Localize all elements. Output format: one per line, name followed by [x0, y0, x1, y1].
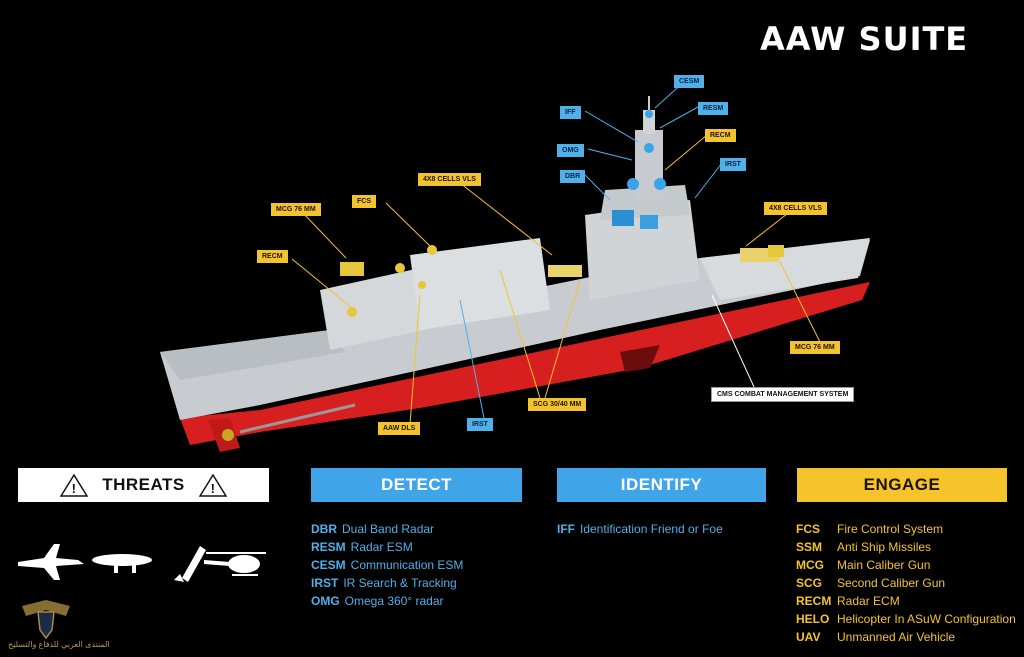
- callout-iff: IFF: [560, 106, 581, 119]
- callout-fcs: FCS: [352, 195, 376, 208]
- ship-illustration: [160, 79, 870, 452]
- threats-label: THREATS: [102, 475, 185, 494]
- detect-header: DETECT: [311, 468, 522, 502]
- callout-irst-low: IRST: [467, 418, 493, 431]
- missile-icon: [174, 546, 206, 582]
- superstructure-mid: [410, 238, 550, 330]
- engage-header: ENGAGE: [797, 468, 1007, 502]
- gun-aft: [340, 262, 364, 276]
- drone-icon: [92, 554, 152, 573]
- watermark-logo: [22, 600, 70, 640]
- sonar-dome: [620, 345, 660, 372]
- callout-vls-mid: 4X8 CELLS VLS: [418, 173, 481, 186]
- callout-vls-fwd: 4X8 CELLS VLS: [764, 202, 827, 215]
- svg-text:!: !: [72, 481, 77, 496]
- svg-text:!: !: [210, 481, 215, 496]
- radar-panel: [640, 215, 658, 229]
- gun-fwd: [768, 245, 784, 257]
- callout-mcg-fwd: MCG 76 MM: [790, 341, 840, 354]
- vls-mid: [548, 265, 582, 277]
- callout-mcg-aft: MCG 76 MM: [271, 203, 321, 216]
- hangar-deck: [160, 330, 345, 380]
- helicopter-icon: [204, 552, 266, 576]
- callout-cesm: CESM: [674, 75, 705, 88]
- page-title: AAW SUITE: [760, 20, 969, 58]
- superstructure-aft: [320, 268, 425, 350]
- callout-irst-top: IRST: [720, 158, 746, 171]
- callout-scg: SCG 30/40 MM: [528, 398, 587, 411]
- warning-icon: !: [198, 473, 227, 497]
- watermark-text: المنتدى العربي للدفاع والتسليح: [8, 640, 110, 649]
- callout-recm-top: RECM: [705, 129, 736, 142]
- callout-cms: CMS COMBAT MANAGEMENT SYSTEM: [711, 387, 855, 402]
- callout-dbr: DBR: [560, 170, 586, 183]
- warning-icon: !: [60, 473, 89, 497]
- threats-header: ! THREATS !: [18, 468, 269, 502]
- threat-icons: [18, 544, 266, 582]
- callout-resm: RESM: [698, 102, 729, 115]
- callout-recm-aft: RECM: [257, 250, 288, 263]
- identify-header: IDENTIFY: [557, 468, 766, 502]
- radar-panel: [612, 210, 634, 226]
- omega-radar: [627, 178, 639, 190]
- fighter-jet-icon: [18, 544, 84, 580]
- callout-aaw-dls: AAW DLS: [378, 422, 421, 435]
- callout-omg: OMG: [557, 144, 584, 157]
- hull-grey: [160, 240, 870, 420]
